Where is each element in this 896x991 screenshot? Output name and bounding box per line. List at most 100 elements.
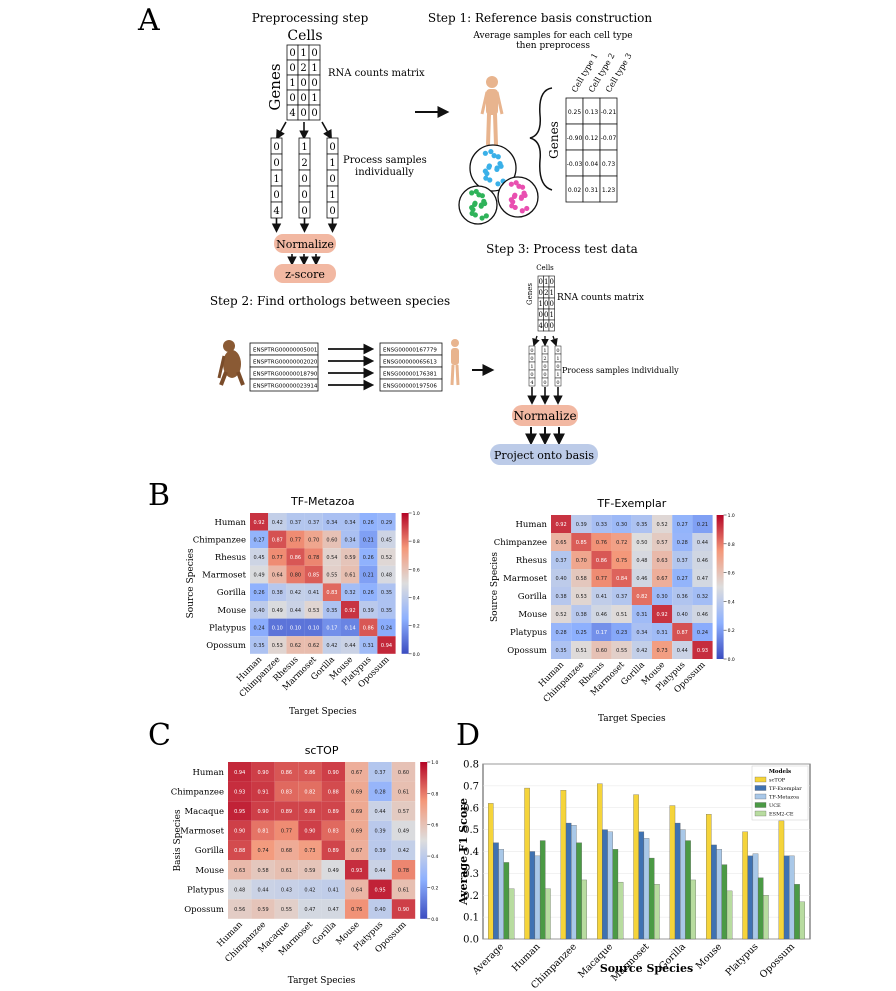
heatmap-cell xyxy=(321,879,345,900)
heatmap-value: 0.26 xyxy=(363,555,374,561)
cell-dot xyxy=(508,197,514,203)
bar xyxy=(576,842,582,940)
heatmap-value: 0.53 xyxy=(272,643,283,649)
heatmap-cell xyxy=(672,551,693,569)
heatmap-cell xyxy=(359,601,378,619)
legend-label: TF-Metazoa xyxy=(769,795,799,801)
heatmap-cell xyxy=(692,533,713,551)
test-matrix-value: 0 xyxy=(539,278,543,286)
test-matrix-value: 2 xyxy=(544,289,548,297)
test-vector-value: 1 xyxy=(556,372,559,378)
heatmap-value: 0.92 xyxy=(345,608,356,614)
bar xyxy=(602,829,608,940)
bar xyxy=(778,820,785,940)
test-vector-value: 1 xyxy=(530,364,533,370)
heatmap-cell xyxy=(345,860,369,880)
test-normalize-label: Normalize xyxy=(513,409,576,423)
bar xyxy=(498,849,504,940)
heatmap-cell xyxy=(322,583,341,601)
cell-dot xyxy=(519,184,526,190)
cell-dot xyxy=(483,213,489,219)
heatmap-value: 0.91 xyxy=(258,789,269,795)
heatmap-cell xyxy=(251,899,275,919)
heatmap-cell xyxy=(322,636,341,654)
bar xyxy=(597,783,603,940)
bar xyxy=(488,803,494,940)
heatmap-cell xyxy=(228,781,252,802)
heatmap-value: 0.89 xyxy=(281,809,292,815)
heatmap-cell xyxy=(345,820,369,841)
heatmap-cell xyxy=(250,513,269,531)
heatmap-title: TF-Metazoa xyxy=(290,495,355,508)
heatmap-cell xyxy=(631,569,652,587)
heatmap-value: 0.44 xyxy=(677,648,688,654)
matrix-value: 1 xyxy=(311,93,317,104)
heatmap-cell xyxy=(672,569,693,587)
heatmap-cell xyxy=(304,601,323,619)
heatmap-value: 0.85 xyxy=(576,540,587,546)
cells-label: Cells xyxy=(287,28,322,44)
project-pill xyxy=(490,444,598,465)
ref-value: 0.73 xyxy=(602,161,616,168)
heatmap-cell xyxy=(286,601,305,619)
colorbar-tick-label: 0.8 xyxy=(431,791,438,797)
ref-value: -0.07 xyxy=(601,135,617,142)
cell-dot xyxy=(469,210,475,216)
heatmap-cell xyxy=(298,860,322,880)
test-vector-cell xyxy=(541,377,549,387)
heatmap-cell xyxy=(251,762,275,782)
bar xyxy=(633,794,639,940)
heatmap-cell xyxy=(368,840,392,860)
heatmap-cell xyxy=(250,583,269,601)
heatmap-value: 0.44 xyxy=(345,643,356,649)
heatmap-cell xyxy=(274,762,299,782)
heatmap-value: 0.34 xyxy=(345,520,356,526)
arrow xyxy=(532,335,540,347)
colorbar-tick-label: 0.8 xyxy=(728,542,735,548)
y-tick-label: 0.0 xyxy=(463,935,479,946)
heatmap-row-label: Gorilla xyxy=(217,588,246,598)
heatmap-cell xyxy=(368,879,392,900)
heatmap-cell xyxy=(341,618,360,637)
heatmap-value: 0.37 xyxy=(677,558,688,564)
heatmap-cell xyxy=(251,781,275,802)
test-matrix-value: 1 xyxy=(550,311,554,319)
heatmap-cell xyxy=(631,641,652,659)
heatmap-value: 0.74 xyxy=(258,848,269,854)
heatmap-value: 0.32 xyxy=(345,590,356,596)
test-vector-value: 0 xyxy=(543,364,546,370)
bar xyxy=(648,857,655,940)
heatmap-cell xyxy=(611,515,632,533)
heatmap-cell xyxy=(672,641,693,659)
heatmap-cell xyxy=(571,587,592,605)
panel-letter-d: D xyxy=(456,718,480,753)
heatmap-value: 0.49 xyxy=(254,573,265,579)
test-process-label: Process samples individually xyxy=(562,366,679,375)
heatmap-value: 0.44 xyxy=(375,868,386,874)
process-label: Process samples individually xyxy=(343,155,430,178)
bar xyxy=(742,831,748,940)
heatmap-value: 0.21 xyxy=(697,522,708,528)
vector-value: 2 xyxy=(301,158,307,169)
heatmap-cell xyxy=(251,801,275,821)
vector-value: 0 xyxy=(273,158,279,169)
heatmap-value: 0.39 xyxy=(576,522,587,528)
heatmap-cell xyxy=(359,636,378,654)
heatmap-cell xyxy=(228,820,252,841)
bar xyxy=(524,787,530,940)
heatmap-cell xyxy=(286,618,305,637)
cell-dot xyxy=(513,180,519,186)
bar xyxy=(721,864,728,940)
heatmap-cell xyxy=(228,879,252,900)
heatmap-row-label: Human xyxy=(516,520,548,530)
heatmap-value: 0.61 xyxy=(345,573,356,579)
heatmap-cell xyxy=(391,840,416,860)
heatmap-value: 0.60 xyxy=(398,770,409,776)
heatmap-value: 0.17 xyxy=(596,630,607,636)
heatmap-value: 0.24 xyxy=(254,625,265,631)
step1-sub-1: Average samples for each cell type xyxy=(472,31,632,41)
heatmap-value: 0.53 xyxy=(308,608,319,614)
y-tick-label: 0.8 xyxy=(463,760,479,771)
bar xyxy=(794,884,800,940)
